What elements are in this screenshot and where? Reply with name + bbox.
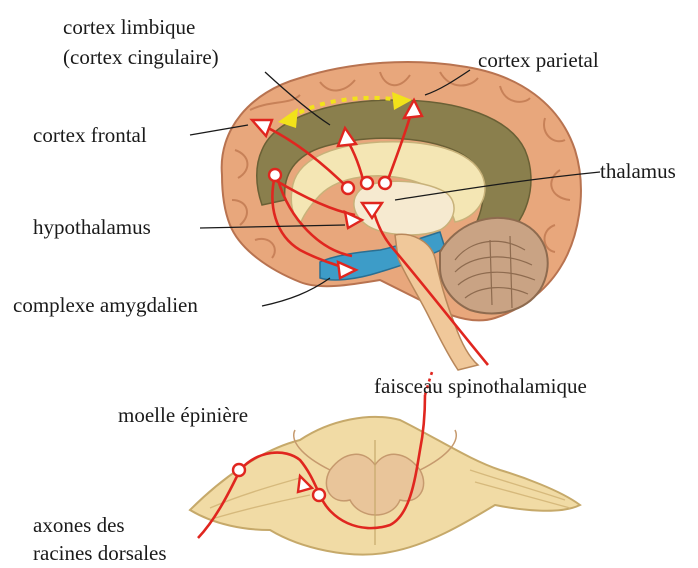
label-axones-des: axones des	[33, 512, 125, 538]
label-racines-dorsales: racines dorsales	[33, 540, 167, 566]
label-cortex-cingulaire: (cortex cingulaire)	[63, 44, 219, 70]
cerebellum	[440, 218, 548, 314]
label-cortex-parietal: cortex parietal	[478, 47, 599, 73]
label-faisceau-spinothalamique: faisceau spinothalamique	[374, 373, 587, 399]
spinal-cord-section	[190, 417, 580, 555]
label-moelle-epiniere: moelle épinière	[118, 402, 248, 428]
label-cortex-frontal: cortex frontal	[33, 122, 147, 148]
label-complexe-amygdalien: complexe amygdalien	[13, 292, 198, 318]
label-hypothalamus: hypothalamus	[33, 214, 151, 240]
label-cortex-limbique: cortex limbique	[63, 14, 195, 40]
label-thalamus: thalamus	[600, 158, 676, 184]
